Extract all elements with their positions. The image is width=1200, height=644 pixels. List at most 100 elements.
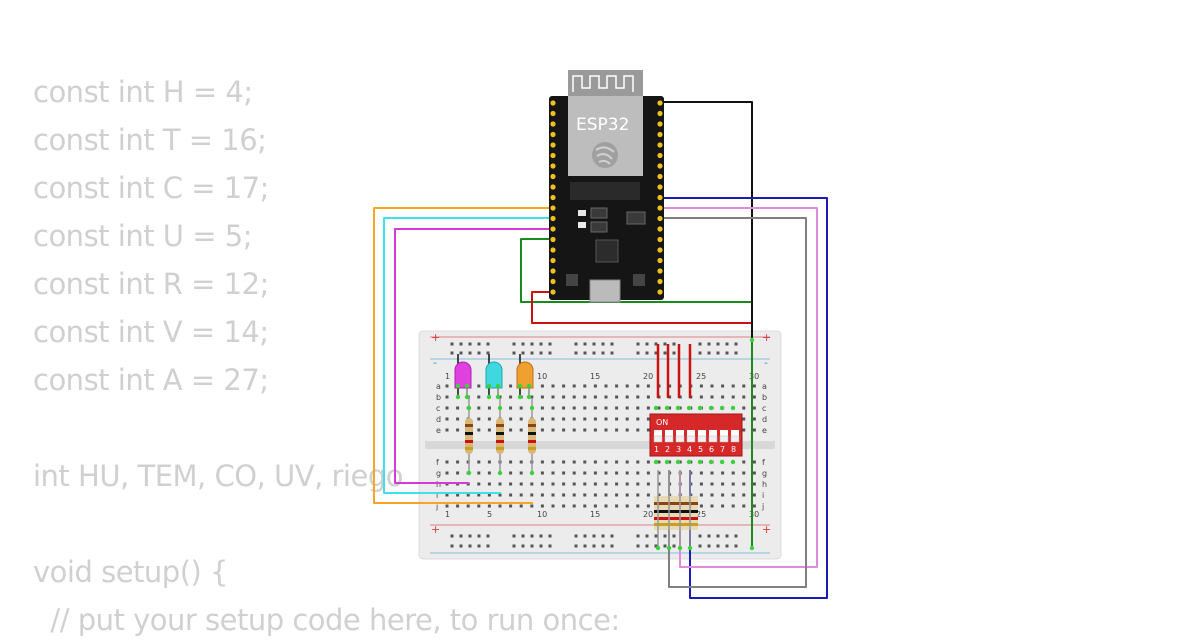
- connection-dot: [655, 545, 661, 551]
- breadboard-rail-hole: [486, 351, 490, 355]
- esp32-pin: [550, 184, 556, 190]
- column-number: 5: [487, 510, 492, 519]
- wire-blue[interactable]: [657, 197, 828, 599]
- connection-dot: [675, 405, 681, 411]
- wires: [373, 101, 828, 599]
- resistor-led-2[interactable]: [496, 398, 504, 472]
- breadboard-hole: [477, 471, 481, 475]
- pulldown-resistors[interactable]: [654, 470, 698, 548]
- breadboard-hole: [445, 384, 449, 388]
- led-orange[interactable]: [516, 354, 534, 396]
- connection-dot: [686, 405, 692, 411]
- breadboard-hole: [551, 482, 555, 486]
- esp32-pin: [657, 278, 663, 285]
- breadboard-hole: [636, 428, 640, 432]
- wire-cyan[interactable]: [383, 217, 552, 494]
- connection-dot: [517, 394, 523, 400]
- breadboard-hole: [625, 471, 629, 475]
- breadboard-hole: [509, 428, 513, 432]
- connection-dot: [708, 405, 714, 411]
- esp32-pin: [657, 205, 663, 211]
- wire-orange[interactable]: [373, 207, 552, 504]
- row-letter: c: [762, 404, 766, 413]
- breadboard-rail-hole: [468, 342, 472, 346]
- breadboard-hole: [477, 504, 481, 508]
- breadboard-hole: [710, 471, 714, 475]
- wire-magenta[interactable]: [394, 228, 552, 484]
- breadboard-hole: [699, 504, 703, 508]
- wire-black[interactable]: [657, 101, 753, 340]
- breadboard-hole: [445, 460, 449, 464]
- code-line: const int R = 12;: [33, 267, 269, 301]
- row-letter: a: [436, 382, 441, 391]
- breadboard-hole: [625, 406, 629, 410]
- breadboard-hole: [593, 417, 597, 421]
- en-button[interactable]: [566, 274, 578, 286]
- connection-dot: [526, 383, 532, 389]
- breadboard-hole: [657, 493, 661, 497]
- breadboard-hole: [498, 493, 502, 497]
- led-magenta[interactable]: [454, 354, 472, 396]
- breadboard-hole: [519, 482, 523, 486]
- esp32-pin: [657, 215, 663, 222]
- row-letter: h: [436, 480, 441, 489]
- breadboard-rail-hole: [698, 544, 702, 548]
- breadboard-hole: [625, 493, 629, 497]
- breadboard-rail-hole: [654, 544, 658, 548]
- breadboard-hole: [530, 504, 534, 508]
- breadboard-rail-hole: [459, 351, 463, 355]
- breadboard-rail-hole: [654, 534, 658, 538]
- connection-dot: [687, 545, 693, 551]
- breadboard-hole: [551, 493, 555, 497]
- breadboard-hole: [668, 384, 672, 388]
- breadboard-hole: [572, 417, 576, 421]
- breadboard-hole: [615, 417, 619, 421]
- wire-green[interactable]: [520, 238, 753, 548]
- breadboard-hole: [636, 395, 640, 399]
- breadboard-hole: [562, 482, 566, 486]
- breadboard-hole: [498, 482, 502, 486]
- column-number: 20: [643, 510, 653, 519]
- resistor-led-3[interactable]: [528, 398, 536, 472]
- breadboard-hole: [636, 406, 640, 410]
- breadboard-rail-hole: [663, 544, 667, 548]
- breadboard-hole: [721, 384, 725, 388]
- breadboard-hole: [731, 384, 735, 388]
- esp32-pin: [550, 215, 556, 222]
- dip-switch[interactable]: ON 1 2 3 4 5 6 7 8: [649, 413, 743, 457]
- breadboard-hole: [540, 406, 544, 410]
- column-number: 15: [590, 372, 600, 381]
- esp32-pin: [550, 257, 556, 264]
- breadboard-rail-hole: [583, 342, 587, 346]
- breadboard-hole: [456, 417, 460, 421]
- breadboard-hole: [615, 460, 619, 464]
- breadboard-hole: [604, 504, 608, 508]
- breadboard-hole: [477, 395, 481, 399]
- breadboard-hole: [540, 395, 544, 399]
- row-letter: a: [762, 382, 767, 391]
- connection-dot: [464, 383, 470, 389]
- breadboard-rail-hole: [521, 351, 525, 355]
- resistor-led-1[interactable]: [465, 398, 473, 472]
- breadboard-hole: [742, 471, 746, 475]
- breadboard-hole: [572, 482, 576, 486]
- esp32-board[interactable]: ESP32: [549, 70, 664, 303]
- breadboard-hole: [487, 504, 491, 508]
- connection-dot: [653, 405, 659, 411]
- breadboard-hole: [657, 406, 661, 410]
- breadboard-hole: [445, 406, 449, 410]
- esp32-pin: [550, 152, 556, 159]
- connection-dot: [719, 405, 725, 411]
- column-number: 10: [537, 372, 547, 381]
- breadboard-hole: [742, 493, 746, 497]
- breadboard-rail-hole: [468, 534, 472, 538]
- breadboard-hole: [519, 428, 523, 432]
- boot-button[interactable]: [633, 274, 645, 286]
- connection-dot: [697, 459, 703, 465]
- breadboard-rail-hole: [601, 534, 605, 538]
- esp32-pin: [657, 236, 663, 243]
- connection-dot: [664, 405, 670, 411]
- breadboard-hole: [710, 504, 714, 508]
- breadboard-hole: [540, 504, 544, 508]
- connection-dot: [466, 405, 472, 411]
